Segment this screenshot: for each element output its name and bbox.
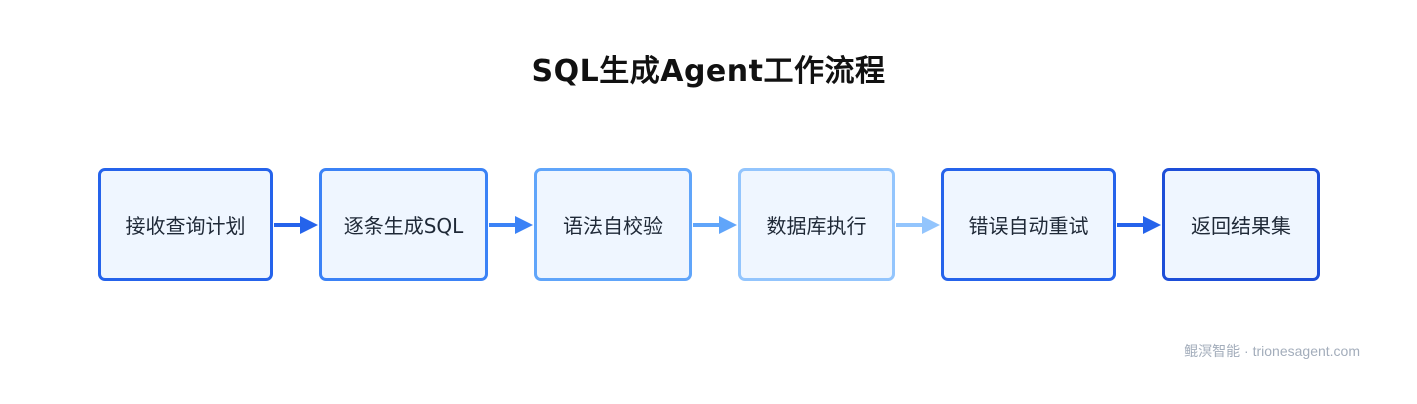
step-label: 语法自校验 [563, 214, 663, 238]
arrow-head [719, 216, 737, 234]
arrow-head [515, 216, 533, 234]
step-label: 数据库执行 [766, 214, 867, 238]
arrow-3 [693, 216, 737, 234]
footer-watermark: 鲲溟智能 · trionesagent.com [1184, 343, 1360, 359]
arrow-5 [1117, 216, 1161, 234]
step-receive-query-plan: 接收查询计划 [98, 168, 273, 281]
arrow-head [300, 216, 318, 234]
diagram-title: SQL生成Agent工作流程 [531, 54, 886, 89]
step-generate-sql: 逐条生成SQL [319, 168, 488, 281]
arrow-2 [489, 216, 533, 234]
step-auto-retry: 错误自动重试 [941, 168, 1116, 281]
step-label: 返回结果集 [1191, 214, 1291, 238]
step-return-result-set: 返回结果集 [1162, 168, 1320, 281]
arrow-head [922, 216, 940, 234]
step-label: 接收查询计划 [125, 214, 246, 238]
step-syntax-self-check: 语法自校验 [534, 168, 692, 281]
arrow-1 [274, 216, 318, 234]
step-label: 逐条生成SQL [343, 214, 464, 238]
arrow-head [1143, 216, 1161, 234]
step-label: 错误自动重试 [968, 214, 1089, 238]
step-database-execute: 数据库执行 [738, 168, 895, 281]
arrow-4 [896, 216, 940, 234]
